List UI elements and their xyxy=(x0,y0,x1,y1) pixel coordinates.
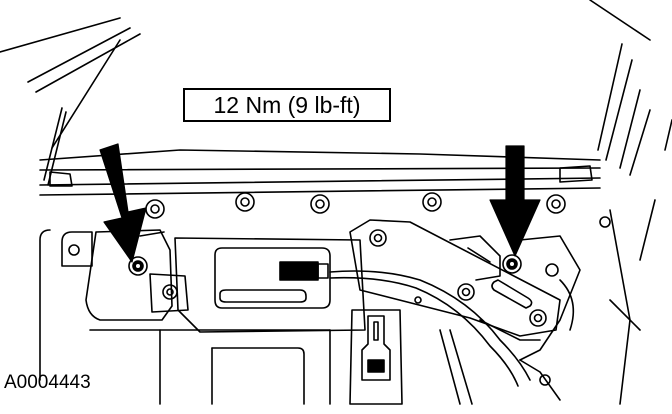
bolt-icon xyxy=(502,254,522,274)
torque-spec-callout: 12 Nm (9 lb-ft) xyxy=(183,88,391,122)
latch-mechanism xyxy=(439,209,631,405)
inner-door-panel xyxy=(39,229,331,405)
mounting-bracket xyxy=(349,219,561,341)
arrow-down-icon xyxy=(489,145,541,257)
speaker-opening xyxy=(211,347,305,405)
arrow-down-icon xyxy=(99,143,147,263)
torque-spec-label: 12 Nm (9 lb-ft) xyxy=(213,91,361,118)
bolt-icon xyxy=(128,256,148,276)
window-regulator xyxy=(174,237,531,387)
lock-rod-bracket xyxy=(329,309,403,405)
door-frame-lines xyxy=(0,0,672,331)
figure-reference-id: A0004443 xyxy=(4,372,91,393)
trim-clips xyxy=(145,192,611,228)
